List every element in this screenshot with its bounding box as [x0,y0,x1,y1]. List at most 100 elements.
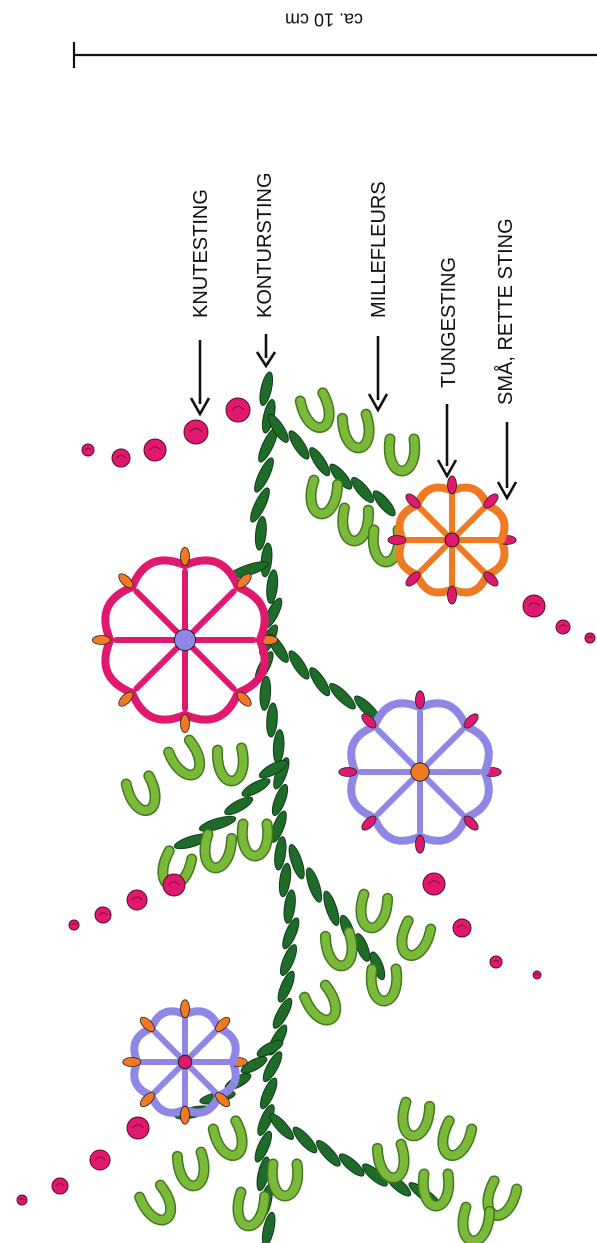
flower-petal-ring [132,560,185,587]
knot-dot [184,420,208,444]
flower-tip-stitch [388,536,406,545]
flower-petal-ring [238,640,265,693]
leaf-stitch [423,1174,448,1206]
leaf-stitch [213,1121,248,1160]
scale-label: ca. 10 cm [285,9,363,29]
knot-dot [112,449,130,467]
stem-stitch [240,775,272,799]
flower-tip-stitch [339,768,357,777]
french-knot [52,1178,68,1194]
knot-dot [95,907,111,923]
arrow-down-icon [369,336,387,410]
flower-petal-ring [452,575,487,593]
scale-bar-icon [73,42,597,68]
leaf-fill [460,1207,491,1243]
flower-petal-ring [219,1028,236,1062]
leaf-stitch [358,894,389,930]
leaf-fill [325,932,356,968]
label-sma-rette-sting: SMÅ, RETTE STING [494,218,517,405]
knot-dot [127,1117,149,1139]
flower-center [178,1055,191,1068]
leaf-stitch [272,1164,297,1196]
french-knot [556,620,570,634]
leaf-stitch [389,439,414,471]
flower-center [411,763,429,781]
flower-petal-ring [399,540,417,575]
stem-stitch [327,680,359,712]
label-knutesting: KNUTESTING [190,189,212,318]
knot-dot [17,1195,27,1205]
french-knot [69,920,79,930]
leaf-fill [377,1144,408,1180]
french-knot [523,595,545,617]
stem-stitch [303,866,324,903]
french-knot [95,907,111,923]
knot-dot [423,873,445,895]
leaf-stitch [126,776,161,815]
leaf-stitch [202,834,233,870]
flower-petal-ring [417,575,452,593]
leaf-fill [341,508,369,542]
leaf-stitch [397,921,432,960]
knot-dot [585,633,595,643]
stem-stitch [306,445,333,478]
leaf-fill [217,748,245,782]
leaf-stitch [373,530,398,562]
flower-tip-stitch [416,835,425,853]
leaf-fill [202,834,233,870]
knot-dot [556,620,570,634]
flower [339,691,501,853]
french-knot [144,439,166,461]
leaf-stitch [139,1185,177,1225]
leaf-stitch [400,1102,431,1138]
flower-petal-ring [420,818,466,841]
flower-petal-ring [351,772,374,818]
arrow-down-icon [257,334,275,366]
label-tungesting: TUNGESTING [438,257,460,388]
flower-center [445,533,459,547]
flower-petal-ring [452,487,487,505]
stem-stitch [306,665,333,698]
flower-petal-ring [105,640,132,693]
flower-petal-ring [466,772,489,818]
flower-tip-stitch [181,715,190,733]
french-knot [585,633,595,643]
flower-tip-stitch [448,476,457,494]
flower-petal-ring [374,703,420,726]
leaf-stitch [460,1207,491,1243]
label-millefleurs: MILLEFLEURS [368,181,390,318]
knot-dot [127,890,147,910]
label-kontursting: KONTURSTING [254,172,276,318]
leaf-stitch [242,824,267,856]
flower-petal-ring [151,1096,185,1113]
french-knot [127,890,147,910]
flower-petal-ring [374,818,420,841]
leaf-fill [308,480,339,516]
flower-center [174,629,195,650]
main-stem [247,371,302,1243]
french-knot [226,398,250,422]
french-knot [17,1195,27,1205]
flower-petal-ring [466,726,489,772]
flower-tip-stitch [181,547,190,565]
leaf-stitch [235,1192,266,1228]
stem-stitch [222,794,254,818]
knot-dot [82,444,94,456]
leaf-fill [400,1102,431,1138]
flower-tip-stitch [92,636,110,645]
flower-petal-ring [219,1062,236,1096]
flower-petal-ring [134,1028,151,1062]
flower-petal-ring [185,1011,219,1028]
flower-petal-ring [417,487,452,505]
french-knot [184,420,208,444]
leaf-stitch [308,480,339,516]
leaf-stitch [342,414,373,450]
flower-tip-stitch [448,586,457,604]
knot-dot [69,920,79,930]
flower-petal-ring [185,693,238,720]
flower [92,547,277,732]
stem-stitch [370,488,398,519]
french-knot [90,1150,110,1170]
